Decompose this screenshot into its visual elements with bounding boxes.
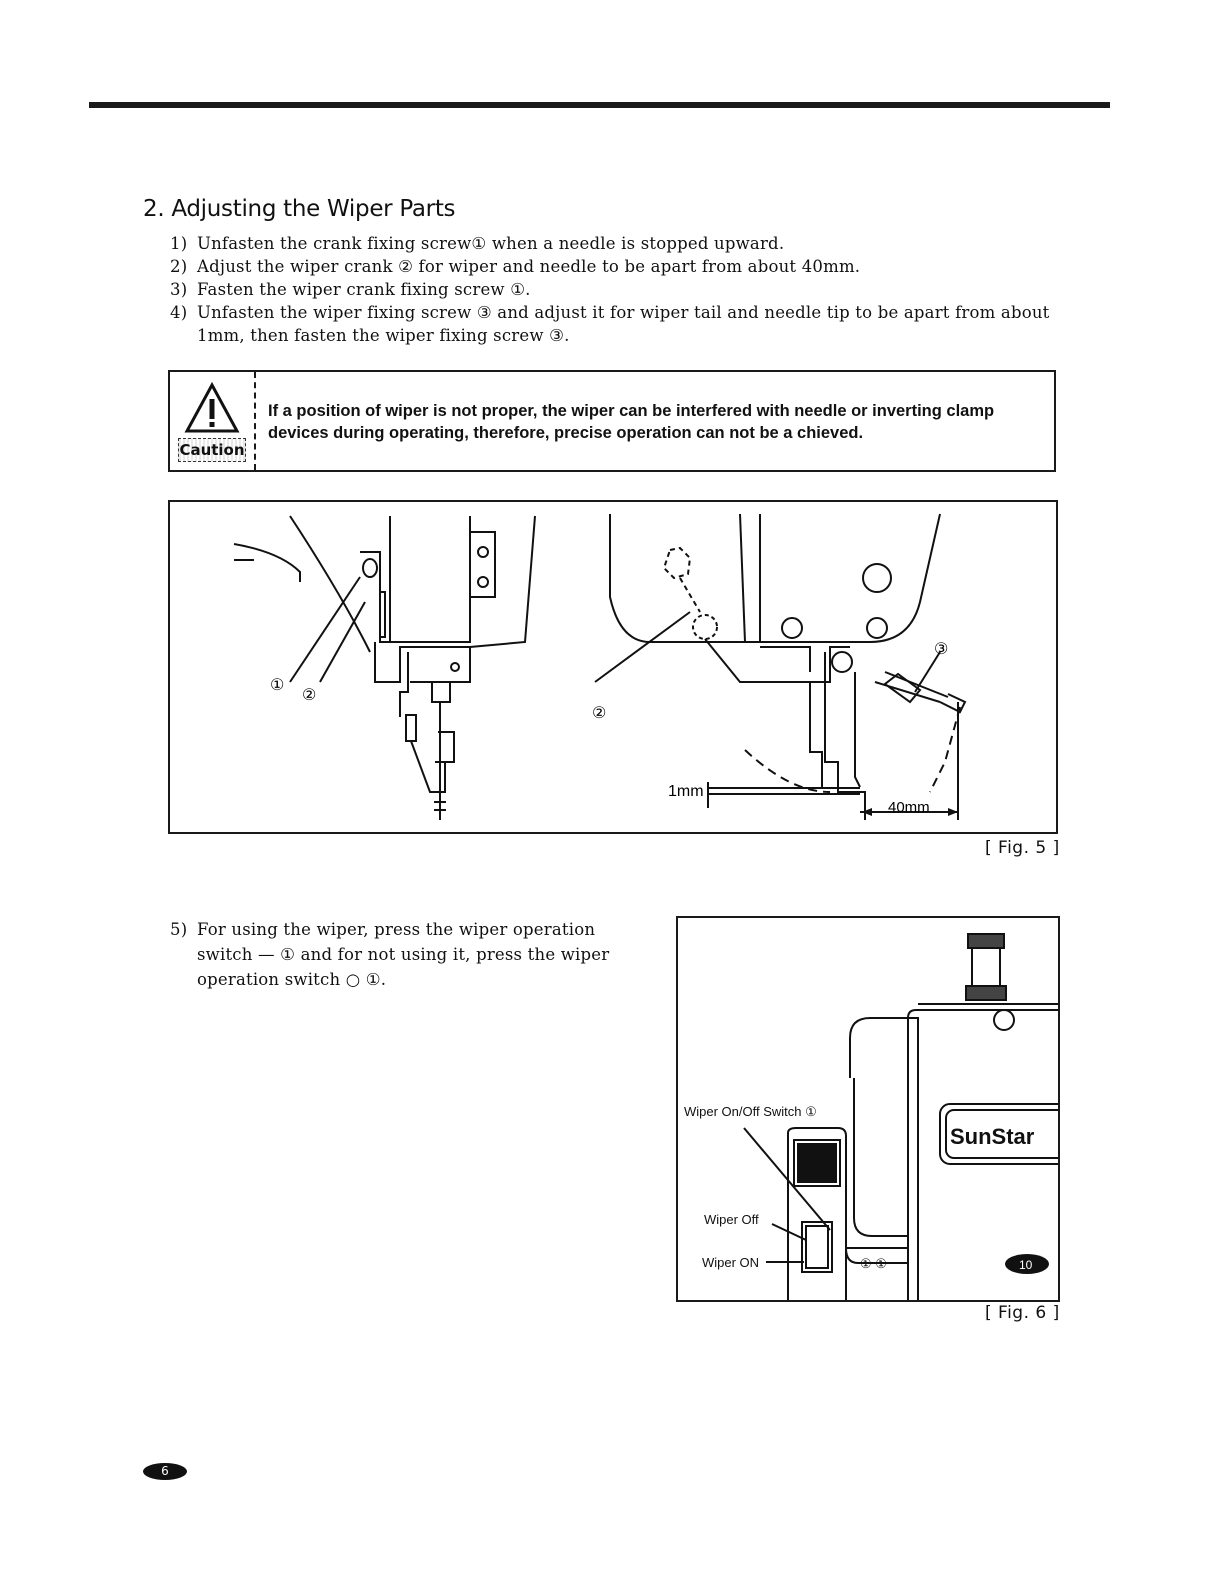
model-badge <box>1005 1254 1049 1274</box>
step-number: 2) <box>170 257 188 276</box>
brand-logo: SunStar <box>950 1124 1035 1149</box>
warning-triangle-icon <box>184 382 240 433</box>
header-rule <box>89 102 1110 108</box>
adjustment-steps: 1) Unfasten the crank fixing screw① when … <box>170 232 1050 347</box>
step-text: Adjust the wiper crank ② for wiper and n… <box>197 257 861 276</box>
model-badge-number: 10 <box>1019 1258 1033 1272</box>
dimension-40mm: 40mm <box>888 799 930 816</box>
step-text: Unfasten the wiper fixing screw ③ and ad… <box>197 303 1050 345</box>
page-number: 6 <box>143 1463 187 1480</box>
step-number: 3) <box>170 280 188 299</box>
circled-pair: ① ① <box>860 1256 887 1271</box>
step-5: 5) For using the wiper, press the wiper … <box>170 917 640 992</box>
step-text: Fasten the wiper crank fixing screw ①. <box>197 280 531 299</box>
caution-icon-panel: Caution <box>170 372 256 470</box>
caution-label: Caution <box>178 438 246 462</box>
step-item: 1) Unfasten the crank fixing screw① when … <box>170 232 1050 255</box>
step-item: 3) Fasten the wiper crank fixing screw ①. <box>170 278 1050 301</box>
caution-text: If a position of wiper is not proper, th… <box>268 402 995 442</box>
dimension-1mm: 1mm <box>668 783 704 800</box>
figure-6: SunStar 10 ① ① Wiper On/Off Switch ① Wip… <box>676 916 1060 1302</box>
step-item: 2) Adjust the wiper crank ② for wiper and… <box>170 255 1050 278</box>
fig5-caption: [ Fig. 5 ] <box>985 838 1060 858</box>
step-text: For using the wiper, press the wiper ope… <box>197 920 610 989</box>
callout-2-right: ② <box>592 705 606 722</box>
callout-1: ① <box>270 677 284 694</box>
fig5-illustration: ① ② <box>233 513 967 820</box>
fig6-illustration: SunStar 10 ① ① <box>743 933 1058 1300</box>
step-number: 5) <box>170 920 188 939</box>
label-wiper-switch: Wiper On/Off Switch ① <box>684 1104 817 1119</box>
caution-box: Caution If a position of wiper is not pr… <box>168 370 1056 472</box>
figure-5: ① ② <box>168 500 1058 834</box>
label-wiper-off: Wiper Off <box>704 1212 759 1227</box>
section-title: 2. Adjusting the Wiper Parts <box>143 196 456 222</box>
step-number: 4) <box>170 303 188 322</box>
step-text: Unfasten the crank fixing screw① when a … <box>197 234 785 253</box>
callout-3: ③ <box>934 641 948 658</box>
fig6-caption: [ Fig. 6 ] <box>985 1303 1060 1323</box>
label-wiper-on: Wiper ON <box>702 1255 760 1270</box>
step-number: 1) <box>170 234 188 253</box>
callout-2-left: ② <box>302 687 316 704</box>
step-item: 4) Unfasten the wiper fixing screw ③ and … <box>170 301 1050 347</box>
